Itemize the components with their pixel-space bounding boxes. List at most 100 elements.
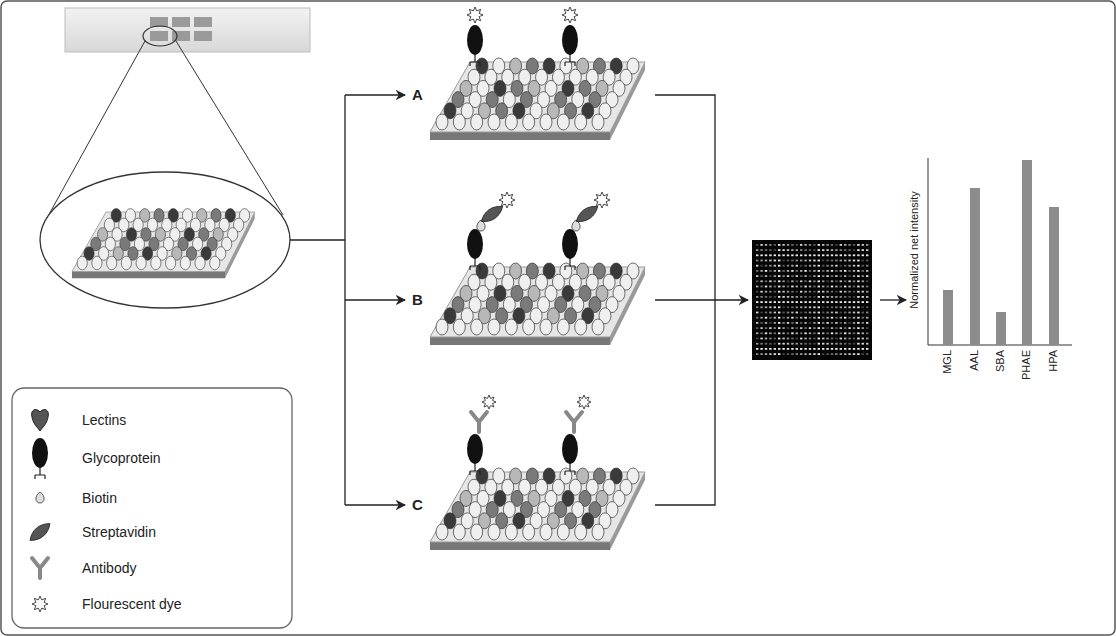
fluorescent-dye [594,192,610,208]
scan-spot [787,280,789,282]
scan-spot [840,254,842,256]
scan-spot [800,296,802,298]
scan-spot [813,306,815,308]
scan-spot [804,265,806,267]
scan-spot [796,254,798,256]
lectin [136,256,146,270]
glycoprotein [562,229,578,259]
scan-spot [813,265,815,267]
legend-text: Antibody [82,560,136,576]
scan-spot [853,291,855,293]
scan-spot [765,275,767,277]
scan-spot [840,280,842,282]
scan-spot [787,275,789,277]
scan-spot [853,265,855,267]
scan-spot [848,317,850,319]
scan-spot [782,312,784,314]
bar [1022,160,1032,345]
scan-spot [848,353,850,355]
scan-spot [813,286,815,288]
scan-spot [840,348,842,350]
lectin [505,114,517,130]
scan-spot [818,348,820,350]
array-edge [72,272,225,279]
lectin [557,114,569,130]
scan-spot [840,312,842,314]
scan-spot [769,353,771,355]
scan-spot [822,249,824,251]
scan-spot [826,296,828,298]
scan-spot [826,322,828,324]
glass-slide [65,8,310,52]
scan-spot [800,291,802,293]
scan-spot [853,353,855,355]
fluorescent-dye [482,395,496,409]
scan-spot [826,306,828,308]
scan-spot [831,306,833,308]
scan-spot [818,244,820,246]
scan-spot [844,249,846,251]
scan-spot [765,254,767,256]
scan-spot [813,296,815,298]
scan-spot [796,327,798,329]
scan-spot [782,249,784,251]
lectin [488,114,500,130]
scan-spot [809,343,811,345]
scan-spot [835,312,837,314]
antibody [471,412,487,432]
scan-spot [796,275,798,277]
scan-spot [796,291,798,293]
scan-spot [791,270,793,272]
glycan [470,463,480,475]
scan-spot [787,260,789,262]
scan-spot [840,296,842,298]
scan-spot [840,353,842,355]
scan-spot [796,280,798,282]
scan-spot [769,317,771,319]
scan-spot [818,249,820,251]
scan-spot [835,265,837,267]
scan-spot [769,343,771,345]
bar-label: MGL [941,350,954,410]
scan-spot [813,254,815,256]
scan-spot [787,317,789,319]
scan-spot [765,244,767,246]
lectin [575,319,587,335]
scan-spot [853,301,855,303]
scan-spot [796,317,798,319]
scan-spot [800,348,802,350]
scan-spot [787,254,789,256]
scan-spot [857,275,859,277]
scan-spot [866,249,868,251]
scan-spot [844,254,846,256]
scan-spot [760,343,762,345]
scan-spot [831,286,833,288]
scan-spot [756,348,758,350]
scan-spot [835,260,837,262]
scan-spot [857,286,859,288]
scan-spot [813,348,815,350]
scan-spot [857,260,859,262]
scan-spot [831,296,833,298]
branch-line [290,95,345,505]
scan-spot [818,322,820,324]
lectin [436,114,448,130]
scan-spot [866,265,868,267]
lectin [505,524,517,540]
scan-spot [765,265,767,267]
scan-spot [822,291,824,293]
scan-spot [862,244,864,246]
scan-spot [848,332,850,334]
scan-spot [848,327,850,329]
scan-spot [813,275,815,277]
scan-spot [840,332,842,334]
scan-spot [760,286,762,288]
scan-spot [760,348,762,350]
scan-spot [866,353,868,355]
scan-spot [774,244,776,246]
scan-spot [791,301,793,303]
chart-axes [928,158,1072,345]
scan-spot [840,275,842,277]
scan-spot [866,270,868,272]
slide-spot [194,17,212,27]
